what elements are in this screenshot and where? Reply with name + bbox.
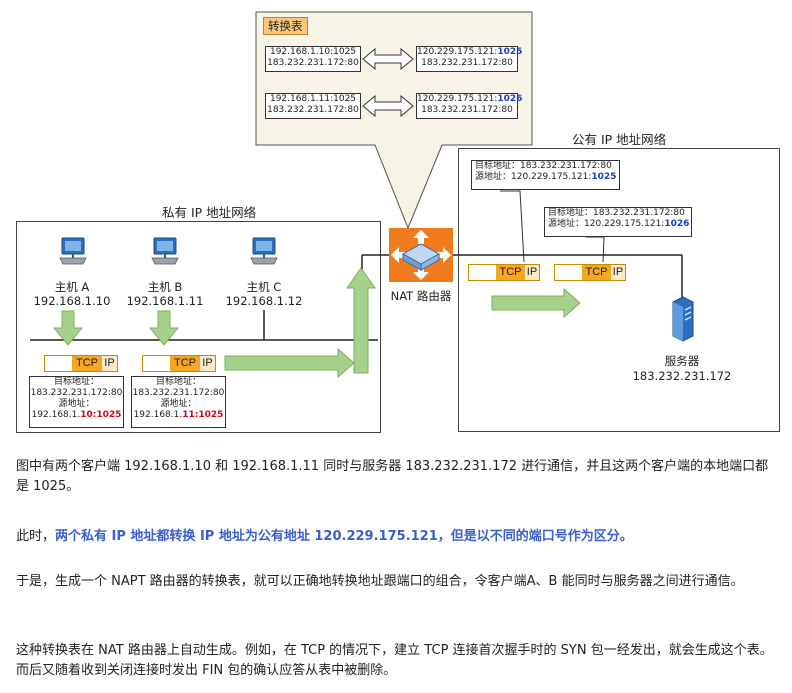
- public-packet-1: TCP IP: [468, 264, 540, 281]
- host-c-name: 主机 C: [246, 280, 282, 294]
- public-net-title: 公有 IP 地址网络: [572, 132, 667, 147]
- private-net-wiring: [30, 254, 390, 379]
- host-b-name: 主机 B: [147, 280, 183, 294]
- packet-b: TCP IP: [142, 355, 216, 372]
- paragraph-1: 图中有两个客户端 192.168.1.10 和 192.168.1.11 同时与…: [16, 459, 769, 494]
- double-arrow-icon: [362, 94, 414, 118]
- server-name: 服务器: [664, 354, 700, 368]
- public-callout-2: 目标地址：183.232.231.172:80 源地址：120.229.175.…: [544, 207, 692, 237]
- packet-b-addresses: 目标地址： 183.232.231.172:80 源地址： 192.168.1.…: [131, 376, 226, 428]
- host-b-ip: 192.168.1.11: [126, 294, 204, 308]
- paragraph-2-prefix: 此时，: [16, 529, 56, 544]
- public-net-wiring: [453, 190, 683, 319]
- table-row-2-right: 120.229.175.121:1026 183.232.231.172:80: [416, 93, 522, 119]
- host-a-name: 主机 A: [54, 280, 90, 294]
- packet-a-addresses: 目标地址： 183.232.231.172:80 源地址： 192.168.1.…: [29, 376, 124, 428]
- computer-icon: [151, 237, 179, 265]
- double-arrow-icon: [362, 47, 414, 71]
- public-packet-2: TCP IP: [554, 264, 626, 281]
- router-icon: [389, 228, 453, 282]
- paragraph-3: 于是，生成一个 NAPT 路由器的转换表，就可以正确地转换地址跟端口的组合，令客…: [16, 574, 744, 589]
- host-a-ip: 192.168.1.10: [33, 294, 111, 308]
- router-label: NAT 路由器: [390, 289, 452, 303]
- host-c-ip: 192.168.1.12: [225, 294, 303, 308]
- server-ip: 183.232.231.172: [632, 369, 732, 383]
- computer-icon: [59, 237, 87, 265]
- paragraph-2-highlight: 两个私有 IP 地址都转换 IP 地址为公有地址 120.229.175.121…: [55, 529, 633, 544]
- table-title: 转换表: [263, 17, 308, 35]
- paragraph-4: 这种转换表在 NAT 路由器上自动生成。例如，在 TCP 的情况下，建立 TCP…: [16, 643, 773, 678]
- packet-a: TCP IP: [44, 355, 118, 372]
- computer-icon: [250, 237, 278, 265]
- paragraph-2: 此时，两个私有 IP 地址都转换 IP 地址为公有地址 120.229.175.…: [16, 527, 778, 547]
- public-net-box: [458, 148, 780, 432]
- public-callout-1: 目标地址：183.232.231.172:80 源地址：120.229.175.…: [471, 160, 620, 190]
- private-net-title: 私有 IP 地址网络: [162, 205, 257, 220]
- private-net-box: [16, 221, 381, 433]
- server-icon: [672, 296, 694, 342]
- table-row-1-right: 120.229.175.121:1025 183.232.231.172:80: [416, 46, 522, 72]
